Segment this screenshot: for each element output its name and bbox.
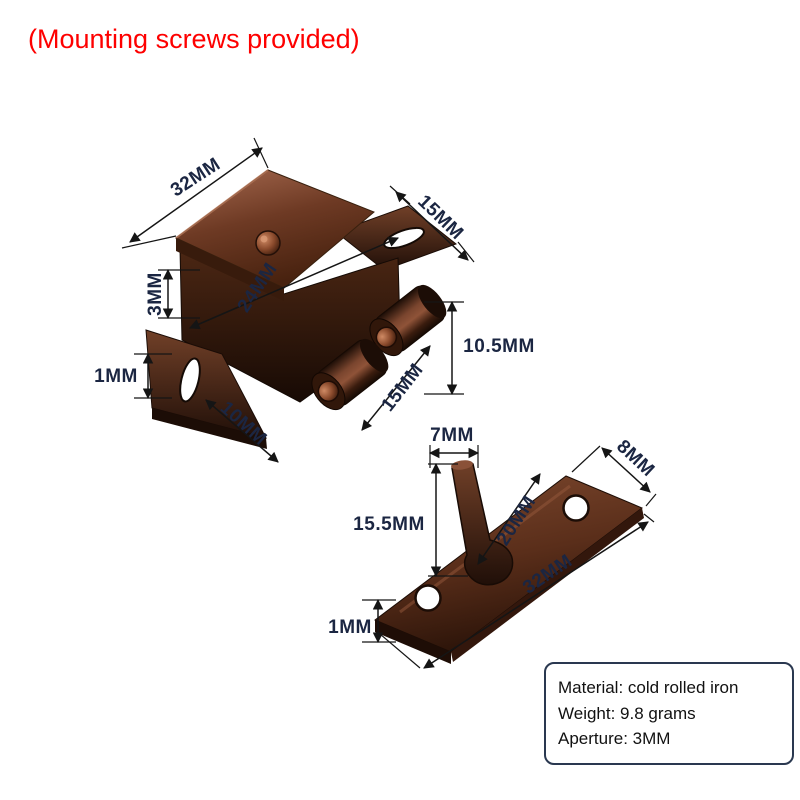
dimension-line: [129, 147, 263, 243]
info-material: Material: cold rolled iron: [558, 678, 739, 697]
mounting-note: (Mounting screws provided): [28, 24, 360, 54]
spec-info-box: Material: cold rolled iron Weight: 9.8 g…: [544, 662, 794, 765]
info-aperture: Aperture: 3MM: [558, 729, 671, 748]
extension-line: [379, 633, 421, 669]
dimension-line: [601, 447, 651, 493]
extension-line: [643, 513, 655, 523]
main-catch-drawing: [145, 169, 458, 449]
extension-line: [571, 445, 601, 473]
screw-head: [375, 326, 398, 348]
screw-head: [317, 380, 340, 402]
extension-line: [121, 235, 177, 249]
dimension-line: [395, 191, 469, 261]
dimension-line: [205, 399, 279, 463]
extension-line: [645, 493, 657, 507]
dimension-label-plate-thickness: 1MM: [328, 617, 372, 638]
screw-hole: [562, 494, 590, 522]
extension-line: [457, 241, 475, 263]
dimension-label-prong-width: 7MM: [430, 425, 474, 446]
dimension-label-body-height: 10.5MM: [463, 336, 535, 357]
dimension-line: [423, 521, 649, 669]
dimension-line: [361, 345, 431, 431]
mounting-slot: [179, 357, 201, 403]
strike-plate-drawing: [374, 460, 644, 664]
dimension-lines: [121, 137, 657, 669]
screw-hole: [414, 584, 442, 612]
extension-line: [389, 185, 411, 205]
dimension-label-plate-offset: 3MM: [145, 272, 166, 316]
screw-head: [255, 230, 281, 256]
extension-line: [253, 137, 269, 169]
info-weight: Weight: 9.8 grams: [558, 703, 696, 723]
dimension-label-flange-thickness: 1MM: [94, 366, 138, 387]
dimension-line: [189, 236, 399, 330]
dimension-label-prong-height: 15.5MM: [353, 514, 425, 535]
